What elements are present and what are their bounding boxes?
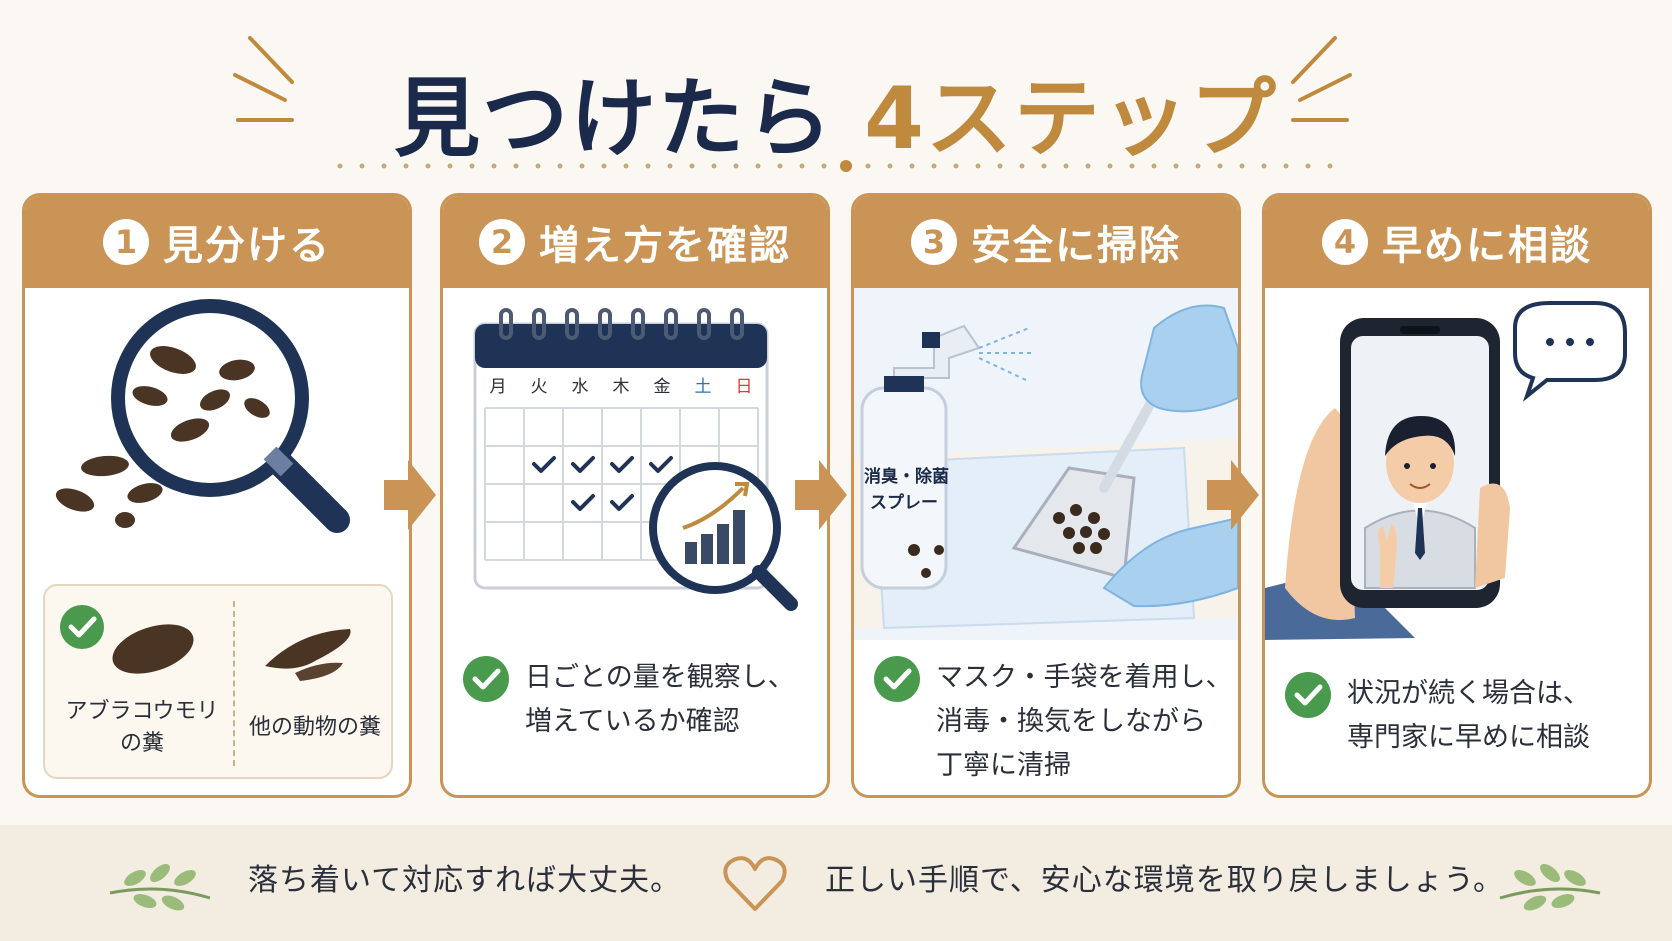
step-card-4: 4 早めに相談 状況が続く場合は、 専門家に早めに相談 (1262, 193, 1652, 798)
step-description-3: マスク・手袋を着用し、 消毒・換気をしながら 丁寧に清掃 (874, 656, 1232, 788)
weekday-fri: 金 (653, 377, 671, 397)
step-number-2: 2 (479, 219, 525, 265)
weekday-thu: 木 (612, 377, 630, 397)
step-number-3: 3 (911, 219, 957, 265)
desc-line: 状況が続く場合は、 (1347, 678, 1590, 709)
arrow-right-icon (795, 460, 847, 530)
desc-line: 丁寧に清掃 (936, 750, 1071, 781)
step-card-1: 1 見分ける アブラコウモリ の糞 (22, 193, 412, 798)
magnifier-droppings-icon (55, 299, 350, 533)
step-header-4: 4 早めに相談 (1265, 196, 1649, 288)
footer-message-left: 落ち着いて対応すれば大丈夫。 (248, 863, 682, 898)
step-card-3: 3 安全に掃除 消臭・除菌 スプレー (851, 193, 1241, 798)
title-area: 見つけたら 4ステップ (0, 20, 1672, 169)
left-rays-decoration (233, 36, 294, 122)
phone-consultant-icon (1265, 301, 1627, 640)
title-accent: 4ステップ (864, 69, 1278, 169)
leaf-branch-icon (109, 864, 211, 911)
desc-line: 専門家に早めに相談 (1347, 722, 1590, 753)
weekday-sun: 日 (735, 377, 753, 397)
weekday-mon: 月 (489, 377, 507, 397)
arrow-right-icon (1207, 460, 1259, 530)
step-label-3: 安全に掃除 (971, 223, 1181, 269)
title-main: 見つけたら (394, 69, 835, 169)
weekday-wed: 水 (571, 377, 589, 397)
leaf-branch-icon (1499, 864, 1601, 911)
footer-message-right: 正しい手順で、安心な環境を取り戻しましょう。 (825, 863, 1504, 898)
desc-line: 消毒・換気をしながら (936, 706, 1206, 737)
bat-dropping-label: アブラコウモリ の糞 (65, 699, 219, 756)
check-icon (874, 656, 920, 702)
heart-icon (723, 856, 787, 911)
calendar-growth-icon (473, 308, 798, 611)
weekday-tue: 火 (530, 377, 548, 397)
step-header-2: 2 増え方を確認 (443, 196, 827, 288)
step-header-1: 1 見分ける (25, 196, 409, 288)
comparison-divider (233, 601, 235, 766)
desc-line: 増えているか確認 (525, 706, 740, 737)
arrow-right-icon (384, 460, 436, 530)
step-header-3: 3 安全に掃除 (854, 196, 1238, 288)
right-rays-decoration (1291, 36, 1352, 122)
step-number-4: 4 (1322, 219, 1368, 265)
step-card-2: 2 増え方を確認 月 火 水 木 金 土 日 日ごとの量を観察し、 (440, 193, 830, 798)
step-description-4: 状況が続く場合は、 専門家に早めに相談 (1285, 672, 1635, 760)
step-description-2: 日ごとの量を観察し、 増えているか確認 (463, 656, 813, 744)
spray-label: 消臭・除菌 スプレー (864, 467, 949, 513)
other-dropping-icon (265, 629, 351, 681)
page-title: 見つけたら 4ステップ (0, 48, 1672, 173)
desc-line: マスク・手袋を着用し、 (936, 662, 1233, 693)
check-icon (1285, 672, 1331, 718)
other-dropping-label: 他の動物の糞 (248, 715, 381, 740)
check-icon (60, 605, 104, 649)
droppings-comparison: アブラコウモリ の糞 他の動物の糞 (43, 584, 393, 779)
check-icon (463, 656, 509, 702)
desc-line: 日ごとの量を観察し、 (525, 662, 795, 693)
spray-gloves-icon (854, 288, 1238, 640)
step-label-1: 見分ける (163, 223, 331, 269)
weekday-row: 月 火 水 木 金 土 日 (475, 372, 767, 402)
step-number-1: 1 (103, 219, 149, 265)
footer-banner: 落ち着いて対応すれば大丈夫。 正しい手順で、安心な環境を取り戻しましょう。 (0, 825, 1672, 941)
dotted-divider (337, 160, 1333, 172)
bat-dropping-icon (112, 624, 194, 674)
weekday-sat: 土 (694, 377, 712, 397)
step-label-2: 増え方を確認 (539, 223, 791, 269)
step-label-4: 早めに相談 (1382, 223, 1592, 269)
